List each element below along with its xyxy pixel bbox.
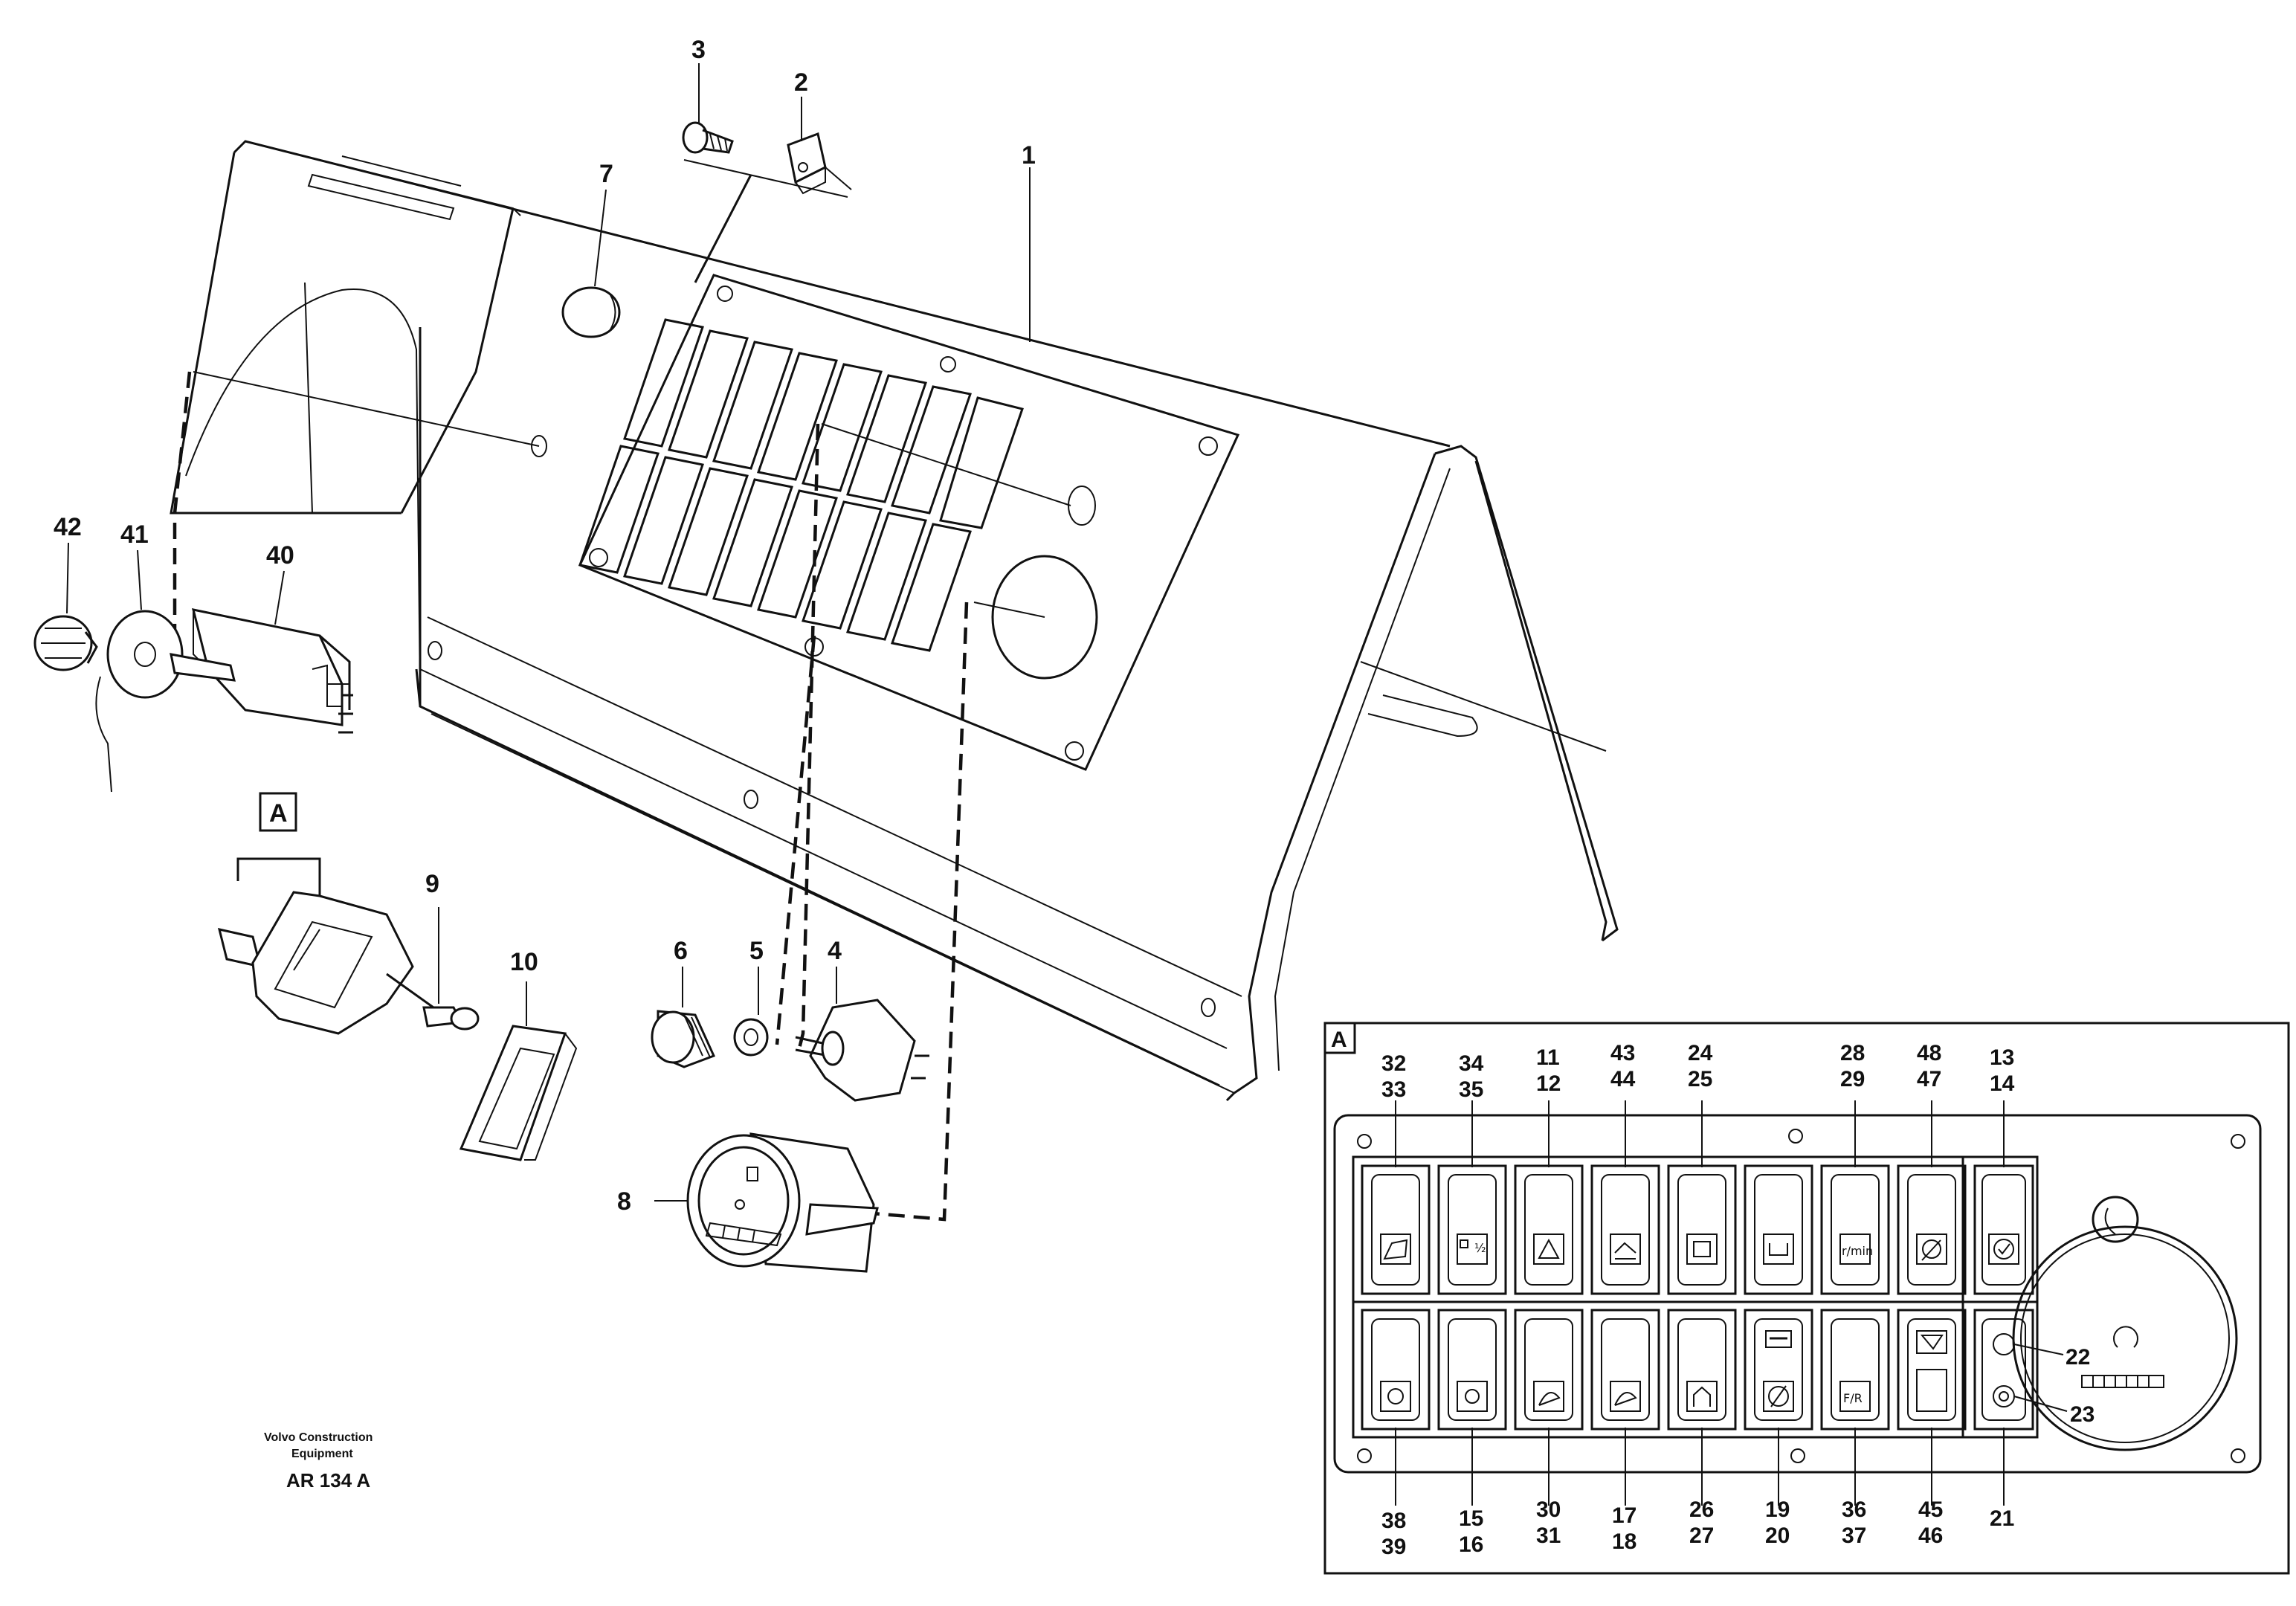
knob-42: [33, 615, 112, 793]
screw-3: [682, 121, 734, 154]
detail-labels-bottom: 38 39 15 16 30 31 17 18 26 27 19 20 36 3…: [1381, 1497, 2014, 1559]
brand-line-1: Volvo Construction: [264, 1431, 373, 1444]
switch-slots-top: [623, 318, 1024, 529]
switch-slots-bottom: [578, 445, 972, 652]
bulb-9: [422, 907, 480, 1031]
callout-labels: 1 2 3 7 42 41 40 9 10 6 5 4 8 A: [54, 36, 1036, 1216]
label-34: 34: [1459, 1051, 1484, 1076]
detail-lamp-and-gauge: [2012, 1196, 2238, 1451]
callout-3: 3: [691, 36, 706, 64]
callout-2: 2: [794, 68, 808, 97]
detail-switches-top: ½ r/min: [1361, 1164, 2034, 1295]
detail-labels-top: 32 33 34 35 11 12 43 44 24 25 28 29 48 4…: [1381, 1041, 2015, 1102]
rocker-switch-a: [217, 792, 480, 1035]
symbol-fr: F/R: [1843, 1391, 1863, 1405]
label-14: 14: [1990, 1071, 2015, 1096]
symbol-half: ½: [1474, 1241, 1486, 1255]
label-46: 46: [1918, 1523, 1943, 1548]
toggle-switch-4: [795, 967, 929, 1102]
callout-40: 40: [266, 541, 294, 570]
rotary-switch-assembly: [33, 608, 353, 793]
label-13: 13: [1990, 1045, 2014, 1070]
label-28: 28: [1840, 1041, 1865, 1065]
callout-5: 5: [749, 937, 764, 965]
callout-10: 10: [510, 948, 538, 976]
detail-view-a: A: [1323, 1022, 2290, 1575]
label-29: 29: [1840, 1067, 1865, 1091]
label-23: 23: [2070, 1402, 2095, 1427]
drawing-footer: Volvo Construction Equipment AR 134 A: [264, 1431, 373, 1491]
label-30: 30: [1536, 1497, 1561, 1522]
label-12: 12: [1536, 1071, 1561, 1096]
label-43: 43: [1610, 1041, 1635, 1065]
callout-7: 7: [599, 160, 613, 188]
label-26: 26: [1689, 1497, 1714, 1522]
label-16: 16: [1459, 1532, 1483, 1557]
label-36: 36: [1842, 1497, 1866, 1522]
label-18: 18: [1612, 1529, 1636, 1554]
dashed-assembly-lines: [172, 371, 969, 1222]
label-37: 37: [1842, 1523, 1866, 1548]
nut-5: [733, 967, 769, 1057]
callout-1: 1: [1022, 141, 1036, 170]
label-22: 22: [2066, 1345, 2090, 1370]
callout-6: 6: [674, 937, 688, 965]
label-21: 21: [1990, 1506, 2014, 1531]
detail-tag-a: A: [259, 792, 297, 832]
label-31: 31: [1536, 1523, 1561, 1548]
label-44: 44: [1610, 1067, 1636, 1091]
knob-7: [561, 286, 621, 338]
label-38: 38: [1381, 1509, 1406, 1533]
label-24: 24: [1688, 1041, 1713, 1065]
label-47: 47: [1917, 1067, 1941, 1091]
label-25: 25: [1688, 1067, 1712, 1091]
label-15: 15: [1459, 1506, 1483, 1531]
callout-41: 41: [120, 520, 149, 549]
blank-plug-10: [459, 981, 578, 1161]
label-48: 48: [1917, 1041, 1941, 1065]
detail-view-label: A: [1331, 1028, 1347, 1052]
detail-tag-a-label: A: [269, 799, 288, 828]
switch-plate: [578, 274, 1240, 771]
label-27: 27: [1689, 1523, 1714, 1548]
label-17: 17: [1612, 1503, 1636, 1528]
detail-labels-side: 22 23: [2066, 1345, 2095, 1427]
label-45: 45: [1918, 1497, 1943, 1522]
symbol-rpm: r/min: [1842, 1244, 1873, 1258]
label-32: 32: [1381, 1051, 1406, 1076]
washer-41: [106, 610, 184, 699]
clip-2: [787, 132, 852, 195]
leader-lines: [193, 159, 1071, 618]
gauge-8: [654, 1132, 879, 1273]
label-35: 35: [1459, 1077, 1483, 1102]
callout-4: 4: [828, 937, 842, 965]
label-33: 33: [1381, 1077, 1406, 1102]
knob-6: [651, 967, 716, 1068]
detail-switches-bottom: F/R: [1361, 1309, 2034, 1431]
drawing-code: AR 134 A: [286, 1469, 370, 1491]
callout-42: 42: [54, 513, 82, 541]
label-39: 39: [1381, 1535, 1406, 1559]
switch-body-40: [170, 608, 353, 734]
detail-leaders: [1395, 1100, 2068, 1506]
callout-8: 8: [617, 1187, 631, 1216]
dashboard-panel: [170, 140, 1619, 1102]
callout-9: 9: [425, 870, 439, 898]
label-20: 20: [1765, 1523, 1790, 1548]
label-11: 11: [1536, 1045, 1560, 1070]
label-19: 19: [1765, 1497, 1790, 1522]
brand-line-2: Equipment: [291, 1448, 353, 1460]
